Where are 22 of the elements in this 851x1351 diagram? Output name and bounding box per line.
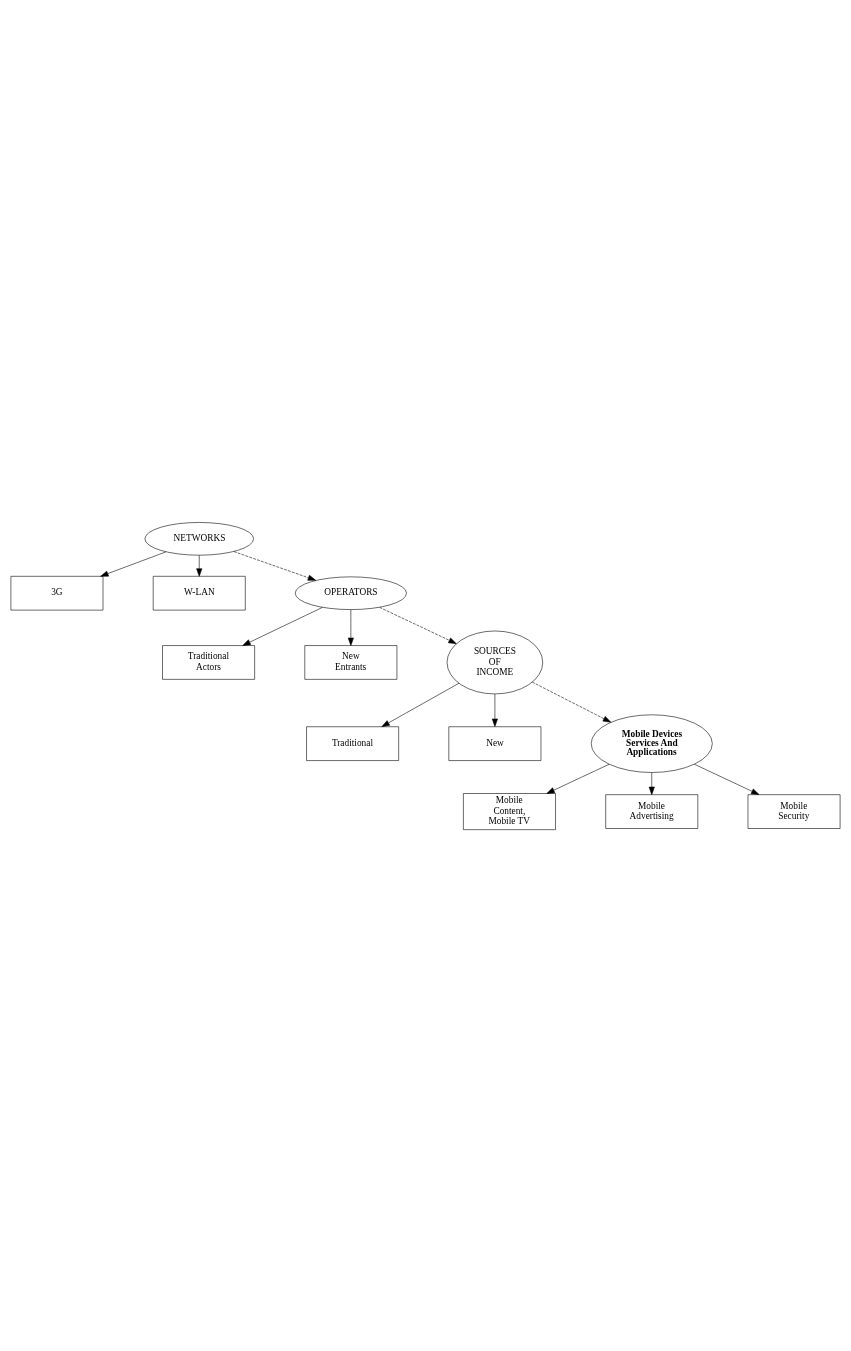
arrow [648,771,655,795]
arrow [196,554,203,577]
arrow [233,550,316,581]
arrow [381,682,460,727]
node-box: W-LAN [152,575,246,610]
node-box: Mobile Advertising [605,793,699,829]
node-box: Mobile Security [747,793,841,829]
node-box: New [448,725,542,761]
arrow [694,763,760,795]
arrow [379,606,457,644]
node-box: 3G [10,575,104,610]
arrow [491,693,498,727]
node-box: New Entrants [304,644,398,680]
node-box: Traditional [306,725,399,761]
arrow [347,609,354,646]
arrow [546,763,610,794]
node-box: Mobile Content, Mobile TV [463,792,556,830]
arrow [532,681,612,722]
node-ellipse: NETWORKS [144,521,254,555]
arrow [100,551,167,577]
arrow [242,606,323,646]
node-box: Traditional Actors [162,644,255,680]
